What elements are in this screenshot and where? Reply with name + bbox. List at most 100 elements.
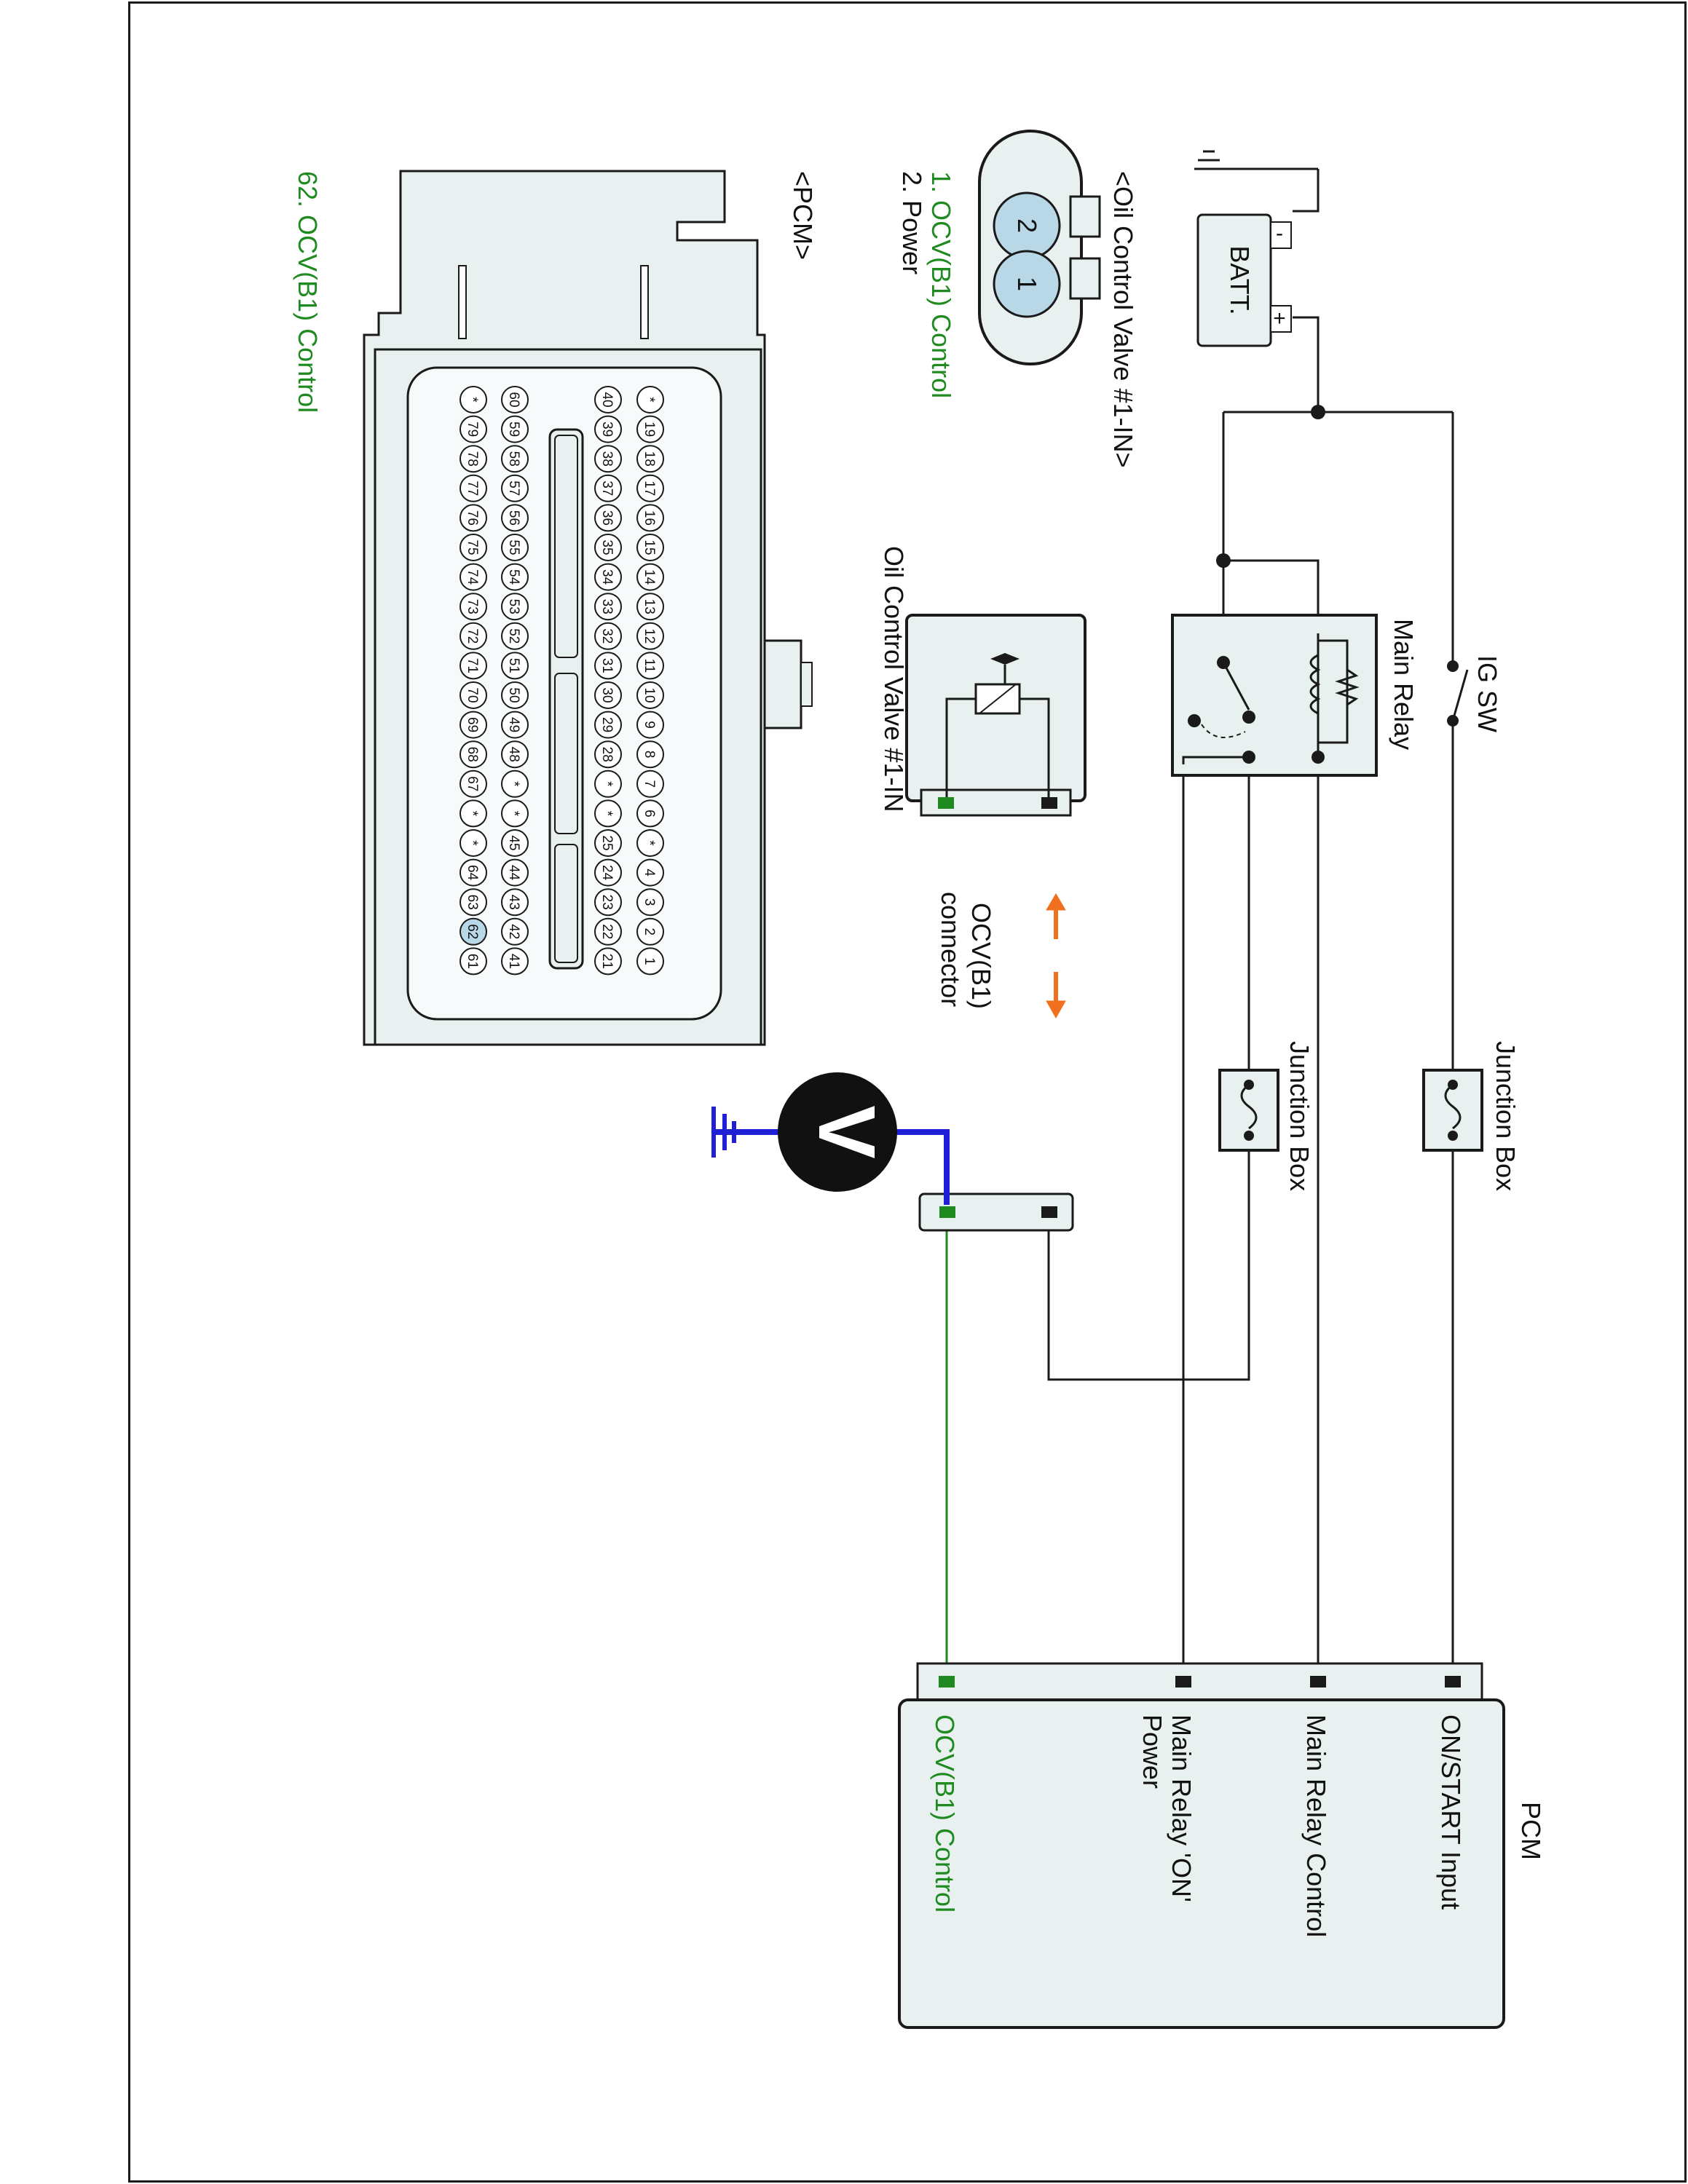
pcm-pin-label: 40 [599,392,615,407]
pcm-pin-label: 11 [642,659,657,673]
pcm-pin-label: 38 [599,451,615,467]
ocv-connector-face: 2 1 <Oil Control Valve #1-IN> 1. OCV(B1)… [897,130,1138,468]
pcm-pin-label: 71 [465,658,480,673]
pcm-pin-circle [460,799,487,828]
pcm-pin-circle [501,858,529,887]
pcm-pin-circle [460,740,487,769]
pcm-box: PCM ON/START Input Main Relay Control Ma… [898,1662,1546,2029]
pcm-pin-circle [460,711,487,739]
pcm-pin-main-relay-on-power-2: Power [1137,1714,1167,1789]
pcm-pin-label: 1 [642,957,657,965]
pcm-pin-circle [501,504,529,532]
pcm-pin-label: 7 [642,780,657,788]
pcm-pin-label: 67 [465,776,480,791]
inline-connector [918,1192,1074,1232]
pcm-pin-label: 31 [599,658,615,673]
pcm-pin-circle [501,829,529,857]
pcm-pin-circle [501,888,529,917]
pcm-pin-circle [460,888,487,917]
pcm-pin-circle [460,652,487,680]
pcm-pin-label: 64 [465,865,480,881]
pcm-pin-circle [636,534,664,561]
pcm-pin-label: 76 [465,510,480,526]
pcm-pin-circle [460,622,487,650]
pcm-pin-label: * [465,397,480,403]
pcm-pin-label: 53 [506,599,521,614]
pcm-pin-circle [594,888,622,917]
pcm-pin-label: 41 [506,954,521,969]
pcm-pin-circle [501,474,529,502]
pcm-pin-label: 72 [465,628,480,644]
pcm-pin-label: 52 [506,628,521,644]
pcm-pin-circle [501,386,529,414]
pcm-pin-label: * [465,811,480,817]
pcm-pin-label: 75 [465,539,480,555]
pcm-pin-label: 28 [599,747,615,762]
pcm-title: PCM [1516,1802,1546,1860]
pcm-pin-circle [594,415,622,443]
pcm-pin-circle [594,681,622,709]
pcm-pin-label: 10 [642,687,657,703]
junction-box-2: Junction Box [1218,1041,1314,1191]
pcm-pin-circle [460,563,487,591]
pcm-pin-label: 61 [465,954,480,969]
pcm-pin-circle [636,474,664,502]
battery-pos-label: + [1273,306,1286,331]
ocv-component-label: Oil Control Valve #1-IN [879,546,909,812]
pcm-connector-title: <PCM> [788,171,818,260]
ocv-pin-2: 2 [1012,218,1042,233]
pcm-pin-main-relay-on-power-1: Main Relay 'ON' [1167,1714,1196,1902]
pcm-pin-label: 58 [506,451,521,467]
pcm-pin-circle [594,829,622,857]
pcm-pin-circle [501,799,529,828]
ig-switch: IG SW [1447,655,1502,732]
pcm-pin-circle [594,769,622,798]
pcm-pin-label: 23 [599,895,615,910]
pcm-pin-label: 69 [465,717,480,732]
pcm-pin-circle [636,415,664,443]
ocv-connector-note-2: connector [936,892,966,1007]
pcm-pin-label: 48 [506,747,521,762]
ocv-component: Oil Control Valve #1-IN [879,546,1086,817]
pcm-pin-circle [636,740,664,769]
pcm-pin-label: 16 [642,510,657,526]
pcm-pin-circle [460,917,487,946]
pcm-pin-label: 8 [642,751,657,759]
ocv-connector-note-1: OCV(B1) [966,903,996,1009]
junction-box-1-label: Junction Box [1491,1041,1521,1191]
pcm-pin-label: 19 [642,422,657,437]
battery-symbol: - + BATT. [1196,213,1292,347]
pcm-pin-circle [636,652,664,680]
pcm-pin-label: 14 [642,569,657,585]
pcm-pin-circle [636,829,664,857]
pcm-pin-label: 43 [506,895,521,910]
pcm-connector-legend: 62. OCV(B1) Control [293,171,323,413]
pcm-pin-main-relay-control: Main Relay Control [1301,1714,1331,1937]
ground-symbol [1194,150,1318,170]
pcm-pin-label: 49 [506,717,521,732]
pcm-pin-circle [501,652,529,680]
pcm-pin-circle [501,681,529,709]
pcm-pin-circle [501,917,529,946]
pcm-pin-circle [460,415,487,443]
pcm-pin-circle [460,445,487,473]
pcm-pin-circle [460,769,487,798]
pcm-pin-label: * [506,781,521,787]
pcm-pin-label: 51 [506,658,521,673]
pcm-pin-on-start-input: ON/START Input [1436,1714,1466,1910]
ocv-connector-title: <Oil Control Valve #1-IN> [1108,171,1138,468]
pcm-pin-circle [636,917,664,946]
pcm-pin-circle [501,445,529,473]
pcm-pin-circle [460,947,487,976]
pcm-pin-label: 78 [465,451,480,467]
ocv-pin-1: 1 [1012,277,1042,291]
ocv-legend-1: 1. OCV(B1) Control [926,171,956,398]
pcm-pin-label: 6 [642,810,657,818]
pcm-pin-label: 68 [465,747,480,762]
junction-box-1: Junction Box [1422,1041,1521,1191]
pcm-pin-circle [594,947,622,976]
pcm-pin-circle [501,769,529,798]
pcm-pin-circle [636,888,664,917]
pcm-pin-label: 45 [506,835,521,850]
pcm-pin-label: 25 [599,835,615,850]
